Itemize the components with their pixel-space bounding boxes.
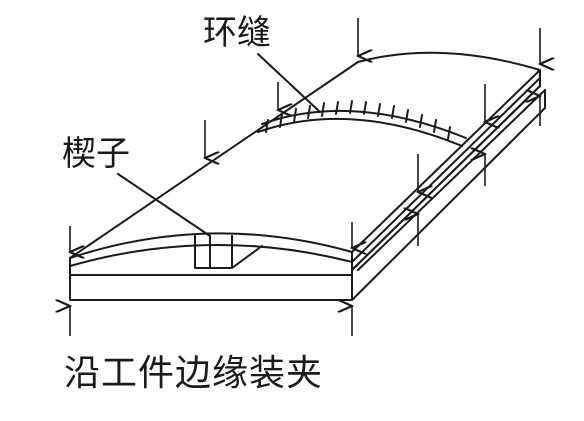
label-leaders (117, 53, 321, 237)
clamp-arrows (70, 18, 540, 252)
wedge-label: 楔子 (62, 134, 130, 174)
seam-label: 环缝 (203, 13, 271, 53)
support-arrows (70, 96, 540, 336)
circumferential-seam (257, 100, 467, 147)
figure-caption: 沿工件边缘装夹 (64, 353, 324, 394)
shell-side-plates (351, 69, 546, 271)
wedge-shapes (194, 235, 263, 269)
